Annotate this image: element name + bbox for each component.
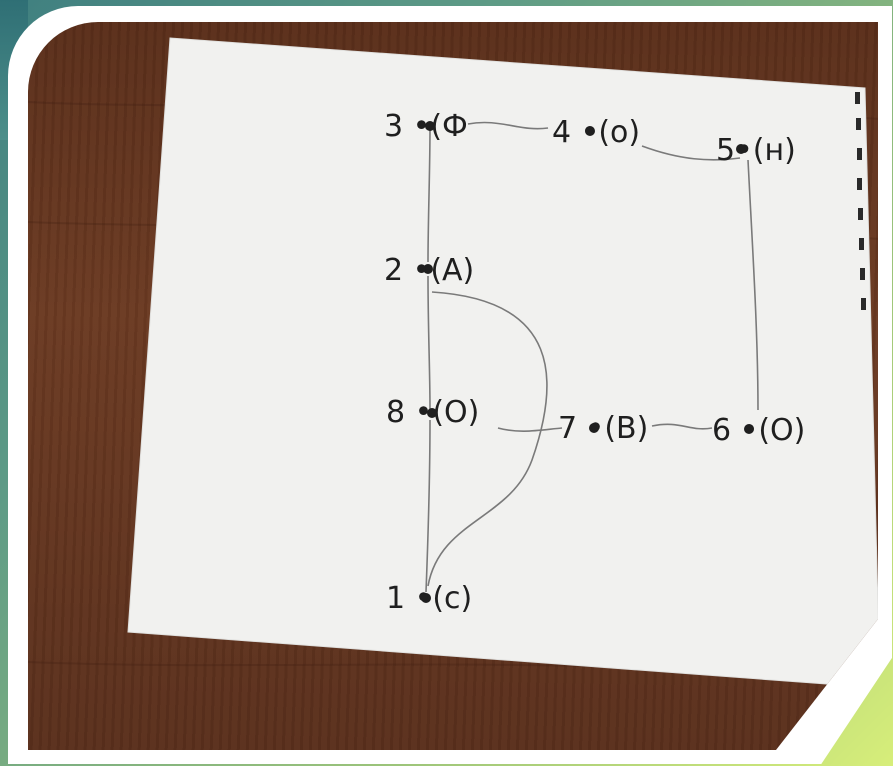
node-3: 3 •(Ф: [384, 109, 468, 144]
edge-2-8: [427, 275, 431, 411]
node-dot: [744, 424, 754, 434]
node-4: 4 •(о): [552, 115, 640, 150]
node-dot: [589, 423, 599, 433]
edge-7-8: [497, 427, 563, 432]
node-label: 3 •(Ф: [384, 109, 468, 144]
node-5: 5•(н): [716, 133, 796, 168]
node-dot: [427, 408, 437, 418]
node-dot: [421, 593, 431, 603]
edge-3-2: [427, 127, 431, 263]
node-label: 7 •(B): [558, 411, 648, 446]
node-6: 6 •(O): [712, 413, 805, 448]
graph-nodes: 3 •(Ф 4 •(о) 5•(н) 2 •(A): [384, 109, 805, 616]
node-7: 7 •(B): [558, 411, 648, 446]
edge-2-1: [427, 291, 548, 587]
paper-sheet: [127, 37, 878, 689]
paper-graph-drawing: 3 •(Ф 4 •(о) 5•(н) 2 •(A): [28, 37, 878, 689]
node-label: 4 •(о): [552, 115, 640, 150]
node-label: 2 •(A): [384, 253, 474, 288]
node-label: 8 •(O): [386, 395, 479, 430]
node-label: 1 •(c): [386, 581, 472, 616]
node-1: 1 •(c): [386, 581, 472, 616]
edge-8-1: [425, 419, 431, 593]
edge-3-4: [467, 121, 549, 130]
node-dot: [425, 121, 435, 131]
graph-edges: [425, 121, 759, 593]
edge-6-7: [651, 423, 713, 430]
node-label: 6 •(O): [712, 413, 805, 448]
node-2: 2 •(A): [384, 253, 474, 288]
node-8: 8 •(O): [386, 395, 479, 430]
node-dot: [423, 264, 433, 274]
paper-edge-marks: [855, 92, 866, 310]
edge-5-6: [747, 159, 759, 411]
edge-4-5: [641, 145, 741, 161]
node-dot: [736, 144, 746, 154]
photo: 3 •(Ф 4 •(о) 5•(н) 2 •(A): [28, 22, 878, 750]
node-dot: [585, 126, 595, 136]
node-label: 5•(н): [716, 133, 796, 168]
